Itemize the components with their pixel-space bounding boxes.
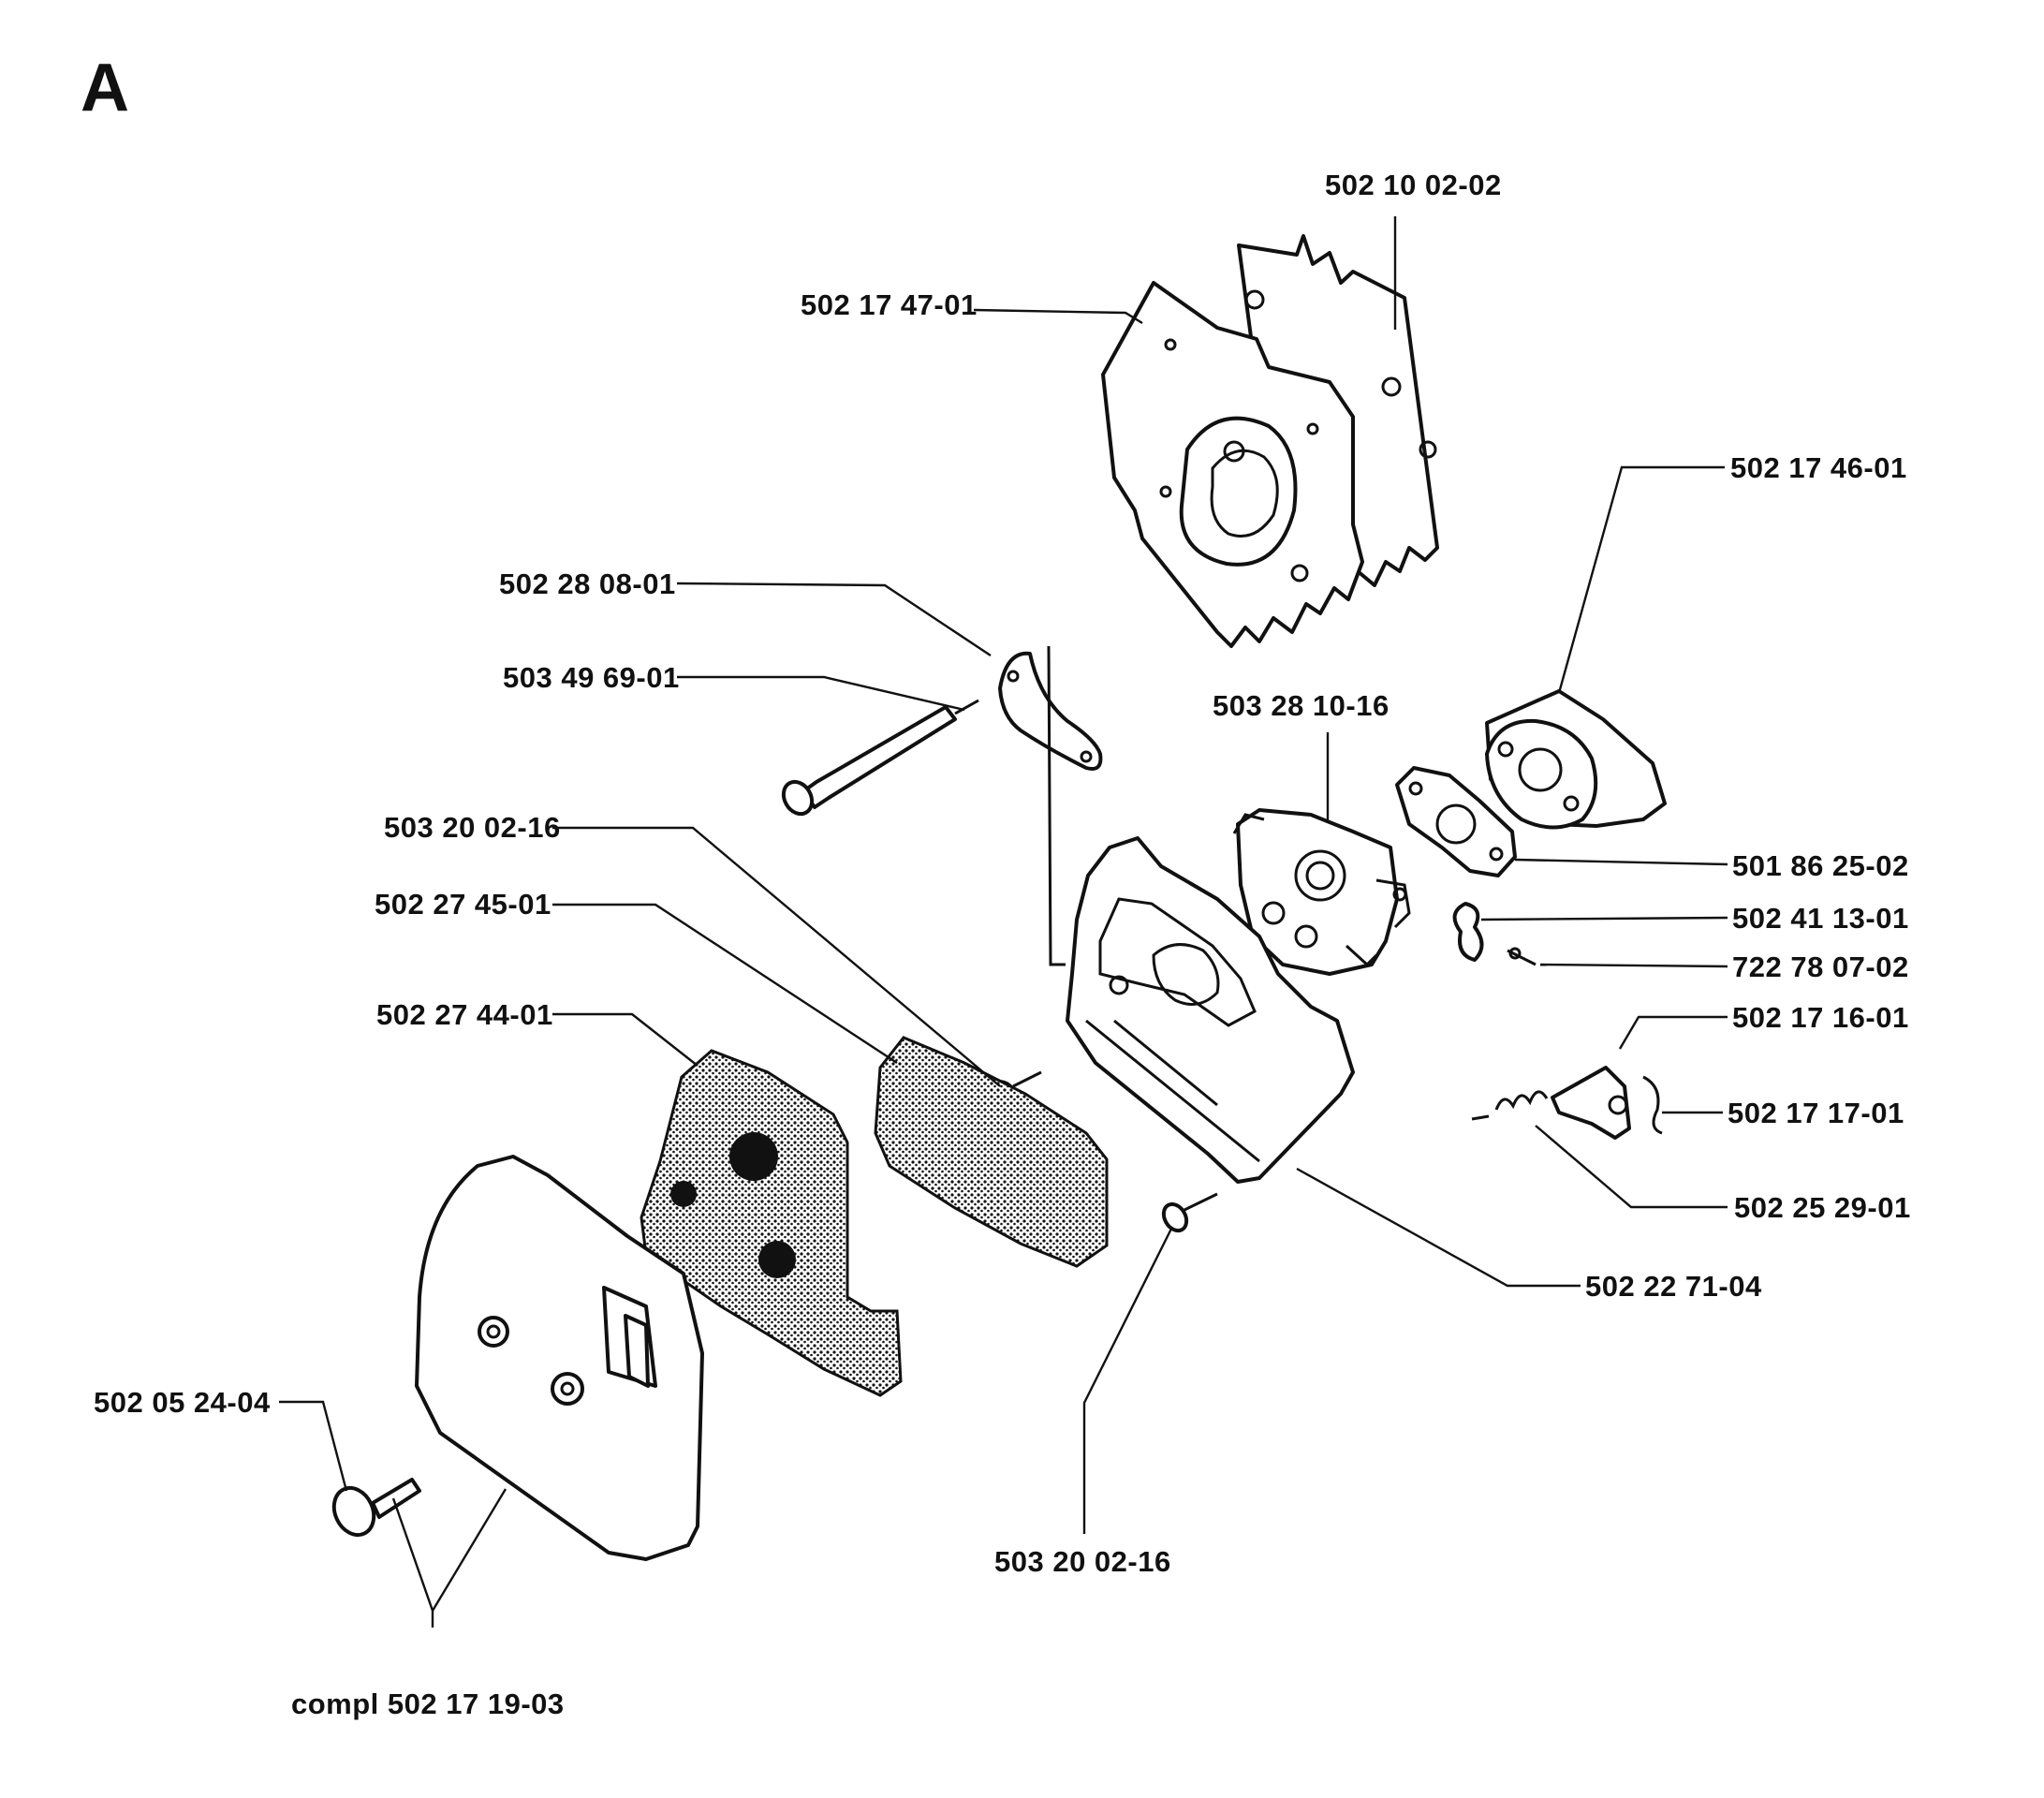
- foam-prefilter: [640, 1049, 903, 1397]
- label-502-25-29-01: 502 25 29-01: [1734, 1191, 1911, 1224]
- label-502-27-44-01: 502 27 44-01: [376, 998, 553, 1031]
- leader-lines: [279, 216, 1728, 1628]
- label-503-20-02-16-lower: 503 20 02-16: [994, 1545, 1171, 1578]
- label-502-17-17-01: 502 17 17-01: [1728, 1097, 1904, 1129]
- screw-lower: [1161, 1192, 1218, 1233]
- label-722-78-07-02: 722 78 07-02: [1732, 951, 1909, 983]
- label-502-28-08-01: 502 28 08-01: [499, 567, 676, 600]
- knob-screw: [331, 1478, 421, 1538]
- foam-filter: [874, 1036, 1109, 1268]
- label-503-20-02-16-upper: 503 20 02-16: [384, 811, 561, 844]
- label-503-49-69-01: 503 49 69-01: [503, 661, 680, 694]
- bracket: [998, 645, 1103, 966]
- label-502-10-02-02: 502 10 02-02: [1325, 169, 1502, 201]
- air-filter-housing: [1066, 836, 1355, 1184]
- label-502-05-24-04: 502 05 24-04: [94, 1386, 271, 1419]
- label-502-17-47-01: 502 17 47-01: [801, 288, 978, 321]
- spring: [1471, 1090, 1549, 1121]
- choke-lever: [1452, 902, 1537, 966]
- intake-manifold: [1485, 689, 1667, 830]
- label-502-22-71-04: 502 22 71-04: [1585, 1270, 1762, 1303]
- long-screw: [781, 699, 979, 817]
- gasket: [1395, 766, 1517, 877]
- label-502-41-13-01: 502 41 13-01: [1732, 902, 1909, 935]
- label-compl-502-17-19-03: compl 502 17 19-03: [291, 1687, 565, 1720]
- label-502-27-45-01: 502 27 45-01: [375, 888, 551, 921]
- label-501-86-25-02: 501 86 25-02: [1732, 849, 1909, 882]
- label-503-28-10-16: 503 28 10-16: [1213, 689, 1390, 722]
- label-502-17-46-01: 502 17 46-01: [1730, 451, 1907, 484]
- label-502-17-16-01: 502 17 16-01: [1732, 1001, 1909, 1034]
- section-letter: A: [81, 51, 129, 125]
- insulator-plate: [1101, 281, 1364, 648]
- filter-cover: [415, 1155, 704, 1561]
- throttle-lever: [1551, 1066, 1663, 1140]
